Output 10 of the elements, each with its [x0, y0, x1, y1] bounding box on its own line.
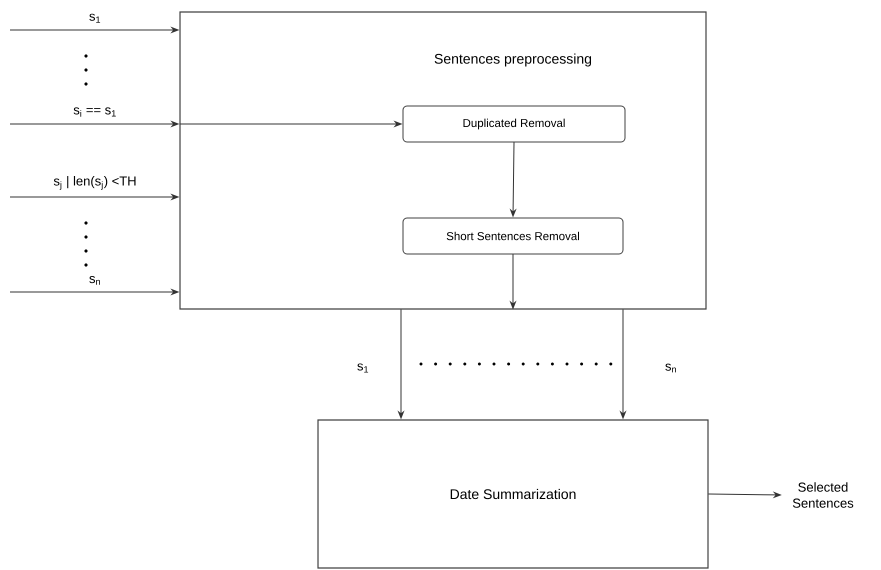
step-box: Short Sentences Removal [402, 218, 624, 254]
edge-label: s$_{1}$ [89, 14, 100, 23]
output-text: Selected Sentences [792, 482, 854, 508]
edge-label: s$_{1}$ [357, 363, 368, 373]
edge-label: s$_{i}$ == s$_{1}$ [74, 107, 116, 117]
edge-label: s$_{n}$ [89, 276, 100, 285]
edge-label: s$_{n}$ [665, 364, 676, 372]
process-box: Date Summarization [317, 419, 709, 569]
edge-label: s$_{j}$ | len(s$_{j}$) <TH [54, 176, 136, 190]
step-box: Duplicated Removal [402, 106, 626, 142]
